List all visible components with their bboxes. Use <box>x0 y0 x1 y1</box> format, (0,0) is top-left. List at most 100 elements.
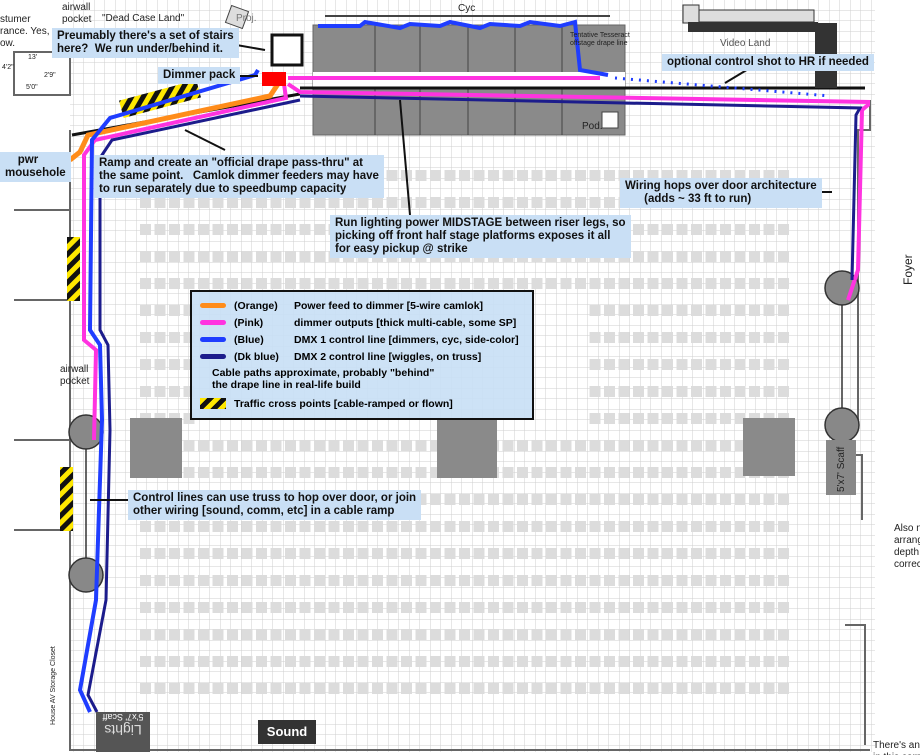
seat <box>531 629 543 640</box>
seat <box>343 629 354 640</box>
seat <box>589 440 601 451</box>
control-lines-note: Control lines can use truss to hop over … <box>128 490 422 520</box>
seat <box>357 602 369 613</box>
seat <box>691 575 702 586</box>
seat <box>604 683 615 694</box>
seat <box>459 548 470 559</box>
seat <box>633 251 644 262</box>
seat <box>212 467 224 478</box>
seat <box>720 602 731 613</box>
seat <box>691 548 702 559</box>
seat <box>241 251 253 262</box>
seat <box>488 521 499 532</box>
seat <box>531 656 543 667</box>
dkblue-dmx2-cable <box>299 94 863 281</box>
seat <box>430 170 441 181</box>
seat <box>647 521 659 532</box>
seat <box>531 440 543 451</box>
seat <box>328 521 340 532</box>
seat <box>560 629 572 640</box>
seat <box>444 656 456 667</box>
seat <box>560 278 572 289</box>
hazard-stripe-icon <box>200 398 226 409</box>
seat <box>749 683 760 694</box>
seat <box>415 575 427 586</box>
seat <box>662 332 673 343</box>
seat <box>270 467 282 478</box>
blue-dmx1-cyc <box>318 19 609 77</box>
seat <box>778 548 789 559</box>
seat <box>560 521 572 532</box>
seat <box>662 548 673 559</box>
seat <box>560 197 572 208</box>
seat <box>575 629 586 640</box>
seat <box>430 494 441 505</box>
seat <box>198 278 209 289</box>
seat <box>415 548 427 559</box>
seat <box>705 548 717 559</box>
seat <box>676 170 688 181</box>
airwall-pocket-left-label: airwall pocket <box>60 364 90 387</box>
seat <box>589 656 601 667</box>
seat <box>691 278 702 289</box>
seat <box>720 521 731 532</box>
seat <box>459 170 470 181</box>
seat <box>357 278 369 289</box>
seat <box>546 467 557 478</box>
seat <box>430 197 441 208</box>
seat <box>560 575 572 586</box>
seat <box>343 278 354 289</box>
seat <box>705 521 717 532</box>
seat <box>256 440 267 451</box>
seat <box>299 602 311 613</box>
seat <box>415 278 427 289</box>
seat <box>430 656 441 667</box>
seat <box>531 575 543 586</box>
seat <box>140 629 151 640</box>
seat <box>647 656 659 667</box>
seat <box>357 575 369 586</box>
seat <box>459 575 470 586</box>
seat <box>633 656 644 667</box>
seat <box>183 251 195 262</box>
seat <box>517 197 528 208</box>
seat <box>676 548 688 559</box>
seat <box>647 602 659 613</box>
seat <box>430 602 441 613</box>
seat <box>169 278 180 289</box>
seat <box>357 629 369 640</box>
seat <box>488 170 499 181</box>
orange-power-cable <box>68 82 281 162</box>
seat <box>183 278 195 289</box>
seat <box>270 440 282 451</box>
seat <box>662 521 673 532</box>
seat <box>531 278 543 289</box>
seat <box>473 656 485 667</box>
seat <box>604 359 615 370</box>
seat <box>473 170 485 181</box>
seat <box>502 629 514 640</box>
seat <box>517 602 528 613</box>
seat <box>546 548 557 559</box>
seat <box>314 521 325 532</box>
seat <box>633 575 644 586</box>
seat <box>676 629 688 640</box>
seat <box>734 278 746 289</box>
seat <box>691 494 702 505</box>
seat <box>473 494 485 505</box>
seat <box>705 467 717 478</box>
seat <box>749 521 760 532</box>
seat <box>502 170 514 181</box>
seat <box>763 494 775 505</box>
seat <box>473 278 485 289</box>
seat <box>140 656 151 667</box>
seat <box>256 467 267 478</box>
seat <box>517 467 528 478</box>
seat <box>734 332 746 343</box>
seat <box>357 683 369 694</box>
seat <box>502 521 514 532</box>
seat <box>691 413 702 424</box>
seat <box>734 386 746 397</box>
seat <box>778 251 789 262</box>
seat <box>662 359 673 370</box>
